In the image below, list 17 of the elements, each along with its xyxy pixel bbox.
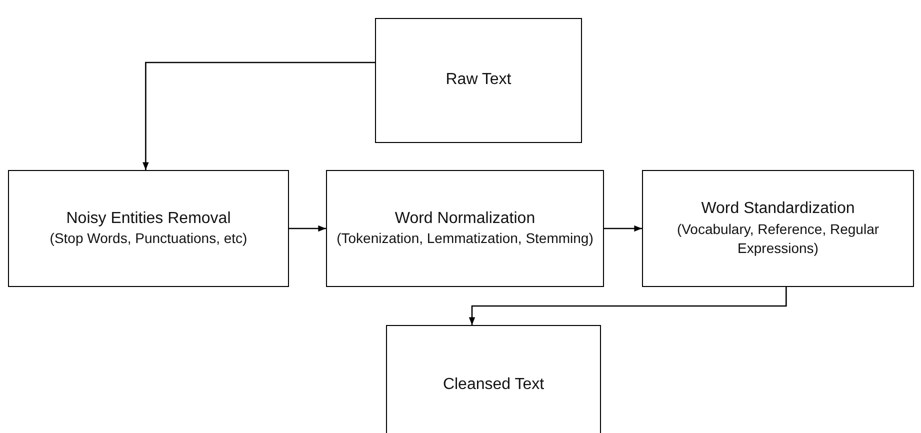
arrow [289,225,326,232]
box-description: (Stop Words, Punctuations, etc) [50,229,248,248]
process-box [8,170,289,287]
box-title: Noisy Entities Removal [66,208,231,229]
box-title: Cleansed Text [442,375,544,396]
process-box [326,170,604,287]
arrow [604,225,642,232]
box-description: (Vocabulary, Reference, Regular Expressions) [676,220,880,258]
arrow [142,62,375,170]
box-description: (Tokenization, Lemmatization, Stemming) [336,229,594,248]
process-box [386,325,601,433]
box-title: Raw Text [446,70,512,90]
arrow [468,287,787,325]
process-box [375,18,582,143]
box-title: Word Standardization [701,199,855,220]
process-box [642,170,914,287]
box-title: Word Normalization [394,208,536,229]
